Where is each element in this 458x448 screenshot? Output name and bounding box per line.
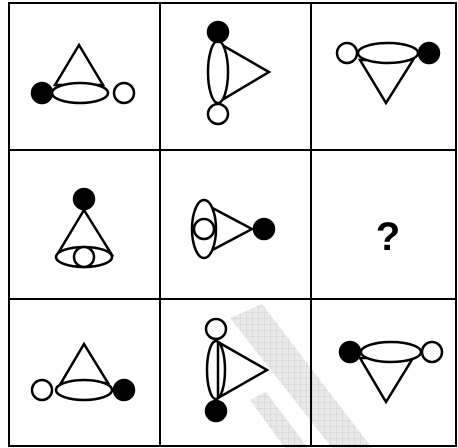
cell-r2c1-figure (56, 189, 112, 267)
cell-r1c1-figure (32, 45, 134, 103)
cell-r1c2-figure (208, 22, 269, 124)
cell-r3c3-figure (340, 342, 442, 402)
missing-figure-mark: ? (376, 215, 400, 259)
watermark (230, 304, 372, 448)
cell-r1c3-figure (337, 43, 439, 103)
cell-r3c1-figure (32, 344, 134, 400)
cell-r2c2-figure (192, 200, 274, 258)
